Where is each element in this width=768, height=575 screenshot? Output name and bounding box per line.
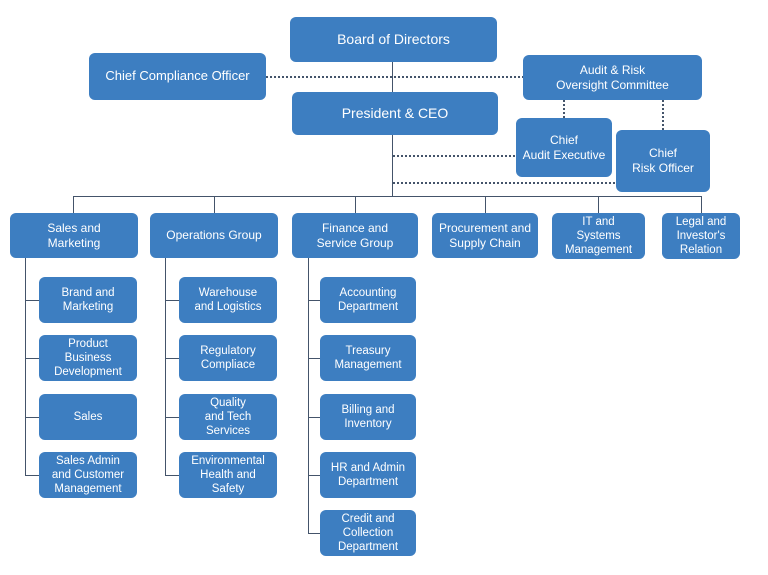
node-sales-and-marketing: Sales and Marketing — [10, 213, 138, 258]
connector-stub-environmental-hs — [165, 475, 179, 476]
connector-stub-product-business-dev — [25, 358, 39, 359]
node-procurement-and-supply-chain: Procurement and Supply Chain — [432, 213, 538, 258]
node-hr-and-admin-department: HR and Admin Department — [320, 452, 416, 498]
connector-stub-sales-admin — [25, 475, 39, 476]
node-operations-group: Operations Group — [150, 213, 278, 258]
node-legal-and-investors-relation: Legal and Investor's Relation — [662, 213, 740, 259]
node-sales: Sales — [39, 394, 137, 440]
dotted-connector-ceo-to-cae — [393, 155, 516, 157]
connector-rail-stub-operations-group — [214, 196, 215, 213]
node-board-of-directors: Board of Directors — [290, 17, 497, 62]
connector-rail-stub-finance-service — [355, 196, 356, 213]
connector-stub-hr-admin — [308, 475, 320, 476]
connector-rail-stub-it-systems — [598, 196, 599, 213]
connector-sales-column-spine — [25, 258, 26, 476]
node-treasury-management: Treasury Management — [320, 335, 416, 381]
node-credit-and-collection-department: Credit and Collection Department — [320, 510, 416, 556]
node-chief-risk-officer: Chief Risk Officer — [616, 130, 710, 192]
connector-division-rail — [73, 196, 702, 197]
connector-operations-column-spine — [165, 258, 166, 476]
node-brand-and-marketing: Brand and Marketing — [39, 277, 137, 323]
connector-stub-accounting — [308, 300, 320, 301]
connector-rail-stub-sales-marketing — [73, 196, 74, 213]
connector-stub-billing-inventory — [308, 417, 320, 418]
connector-stub-brand-marketing — [25, 300, 39, 301]
node-chief-compliance-officer: Chief Compliance Officer — [89, 53, 266, 100]
connector-stub-warehouse-logistics — [165, 300, 179, 301]
node-it-and-systems-management: IT and Systems Management — [552, 213, 645, 259]
node-president-ceo: President & CEO — [292, 92, 498, 135]
connector-stub-treasury — [308, 358, 320, 359]
dotted-connector-ceo-to-cro — [393, 182, 616, 184]
connector-stub-credit-collection — [308, 533, 320, 534]
node-chief-audit-executive: Chief Audit Executive — [516, 118, 612, 177]
connector-stub-sales — [25, 417, 39, 418]
connector-stub-regulatory-compliace — [165, 358, 179, 359]
node-billing-and-inventory: Billing and Inventory — [320, 394, 416, 440]
node-sales-admin-customer-management: Sales Admin and Customer Management — [39, 452, 137, 498]
node-warehouse-and-logistics: Warehouse and Logistics — [179, 277, 277, 323]
node-regulatory-compliace: Regulatory Compliace — [179, 335, 277, 381]
dotted-connector-committee-to-cro — [662, 100, 664, 130]
dotted-connector-committee-to-cae — [563, 100, 565, 118]
node-audit-risk-oversight-committee: Audit & Risk Oversight Committee — [523, 55, 702, 100]
node-environmental-health-safety: Environmental Health and Safety — [179, 452, 277, 498]
connector-stub-quality-tech — [165, 417, 179, 418]
dotted-connector-cco-to-committee — [266, 76, 523, 78]
node-finance-and-service-group: Finance and Service Group — [292, 213, 418, 258]
connector-finance-column-spine — [308, 258, 309, 533]
node-quality-and-tech-services: Quality and Tech Services — [179, 394, 277, 440]
connector-ceo-to-rail — [392, 135, 393, 196]
node-accounting-department: Accounting Department — [320, 277, 416, 323]
connector-rail-stub-procurement — [485, 196, 486, 213]
node-product-business-development: Product Business Development — [39, 335, 137, 381]
connector-rail-stub-legal — [701, 196, 702, 213]
